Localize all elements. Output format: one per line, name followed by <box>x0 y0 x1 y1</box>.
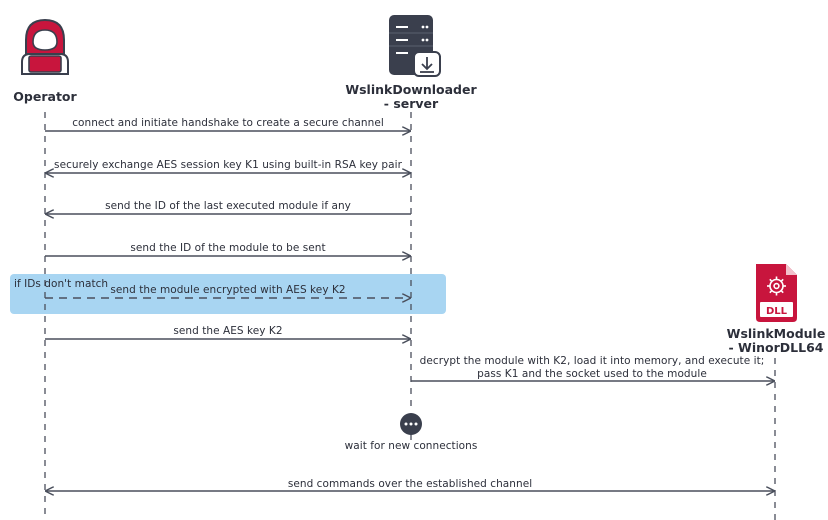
dll-gear-icon: DLL <box>756 264 797 322</box>
module-label-line1: WslinkModule <box>726 326 826 341</box>
message-label-6: send the AES key K2 <box>173 325 283 337</box>
server-label-line1: WslinkDownloader <box>345 82 477 97</box>
ellipsis-icon <box>400 413 422 435</box>
message-label-7-line1: decrypt the module with K2, load it into… <box>419 355 765 367</box>
message-label-2: securely exchange AES session key K1 usi… <box>54 159 402 171</box>
module-label: WslinkModule - WinorDLL64 <box>710 327 828 355</box>
dll-label: DLL <box>766 306 788 317</box>
module-label-line2: - WinorDLL64 <box>728 340 824 355</box>
wait-label: wait for new connections <box>344 440 478 452</box>
condition-highlight-box <box>10 274 446 314</box>
message-label-3: send the ID of the last executed module … <box>105 200 351 212</box>
message-label-1: connect and initiate handshake to create… <box>72 117 384 129</box>
hacker-icon <box>21 18 69 75</box>
server-label: WslinkDownloader - server <box>341 83 481 111</box>
server-download-icon <box>389 15 441 77</box>
message-label-5: send the module encrypted with AES key K… <box>110 284 346 296</box>
server-label-line2: - server <box>383 96 439 111</box>
condition-label: if IDs don't match <box>14 278 109 290</box>
message-label-8: send commands over the established chann… <box>287 478 533 490</box>
message-label-7-line2: pass K1 and the socket used to the modul… <box>477 368 707 380</box>
message-label-4: send the ID of the module to be sent <box>130 242 326 254</box>
message-label-7: decrypt the module with K2, load it into… <box>420 355 765 381</box>
operator-label: Operator <box>13 89 77 104</box>
